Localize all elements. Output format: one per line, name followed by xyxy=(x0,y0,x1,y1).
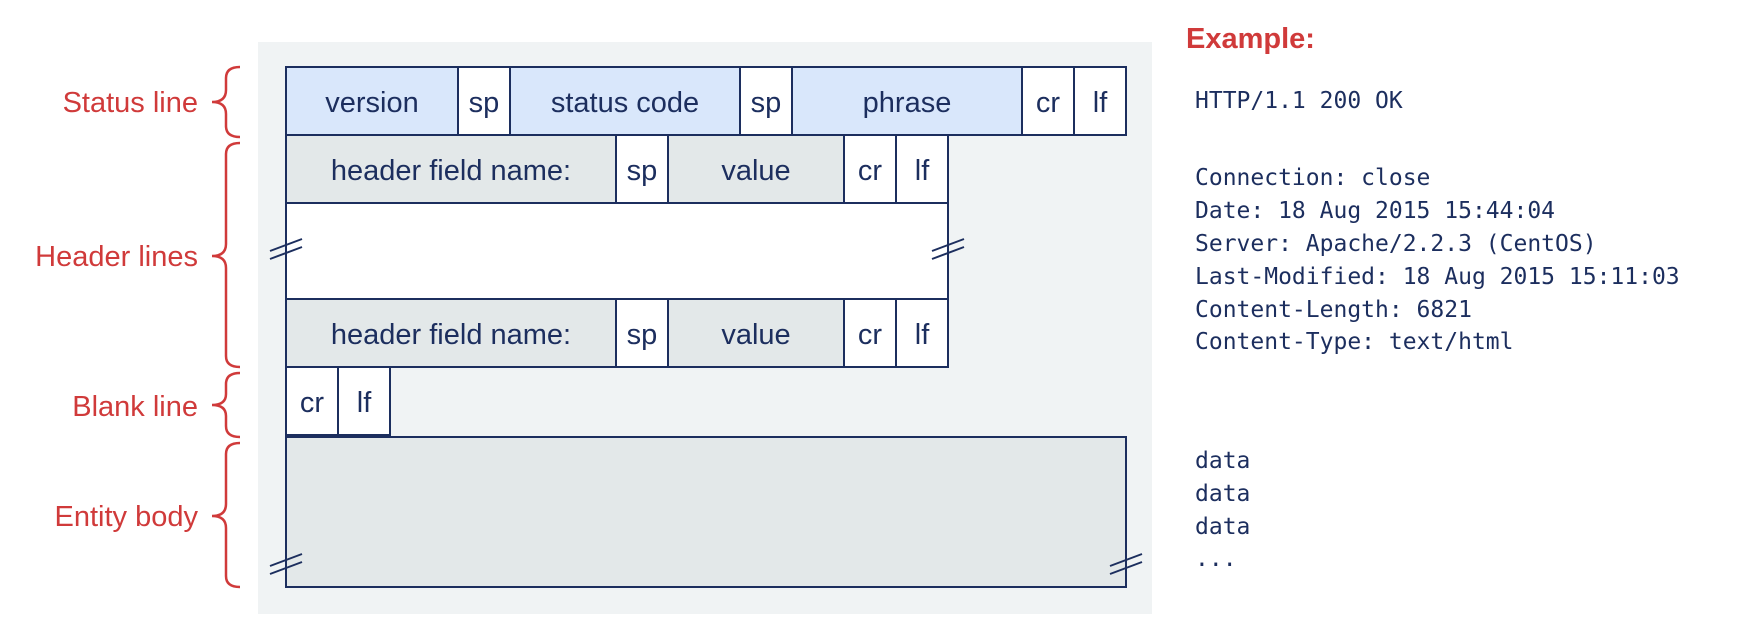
break-mark-right xyxy=(1109,553,1143,567)
break-mark-right xyxy=(931,246,965,260)
braces xyxy=(211,65,241,589)
header-value-cell xyxy=(667,134,845,204)
header-field-name-text: header field name: xyxy=(331,155,571,187)
header-line-row-1 xyxy=(285,134,949,204)
lf-text: lf xyxy=(1093,87,1108,119)
header-sp-cell xyxy=(615,298,669,368)
cr-cell xyxy=(1021,66,1075,136)
break-mark-left xyxy=(269,561,303,575)
example-title: Example: xyxy=(1186,23,1315,55)
example-status-line: HTTP/1.1 200 OK xyxy=(1195,88,1403,114)
version-cell xyxy=(285,66,459,136)
example-header-line: Connection: close xyxy=(1195,165,1430,191)
lf-cell xyxy=(1073,66,1127,136)
elided-header-lines xyxy=(285,202,949,300)
break-mark-left xyxy=(269,246,303,260)
example-body-line: ... xyxy=(1195,546,1237,572)
status-line-row xyxy=(285,66,1127,136)
label-status-line: Status line xyxy=(63,87,198,119)
header-value-text: value xyxy=(721,319,790,351)
entity-body-box xyxy=(285,436,1127,588)
header-value-text: value xyxy=(721,155,790,187)
blank-lf-cell xyxy=(337,366,391,436)
example-header-line: Content-Length: 6821 xyxy=(1195,297,1472,323)
brace-status-line xyxy=(211,65,241,139)
header-field-name-cell xyxy=(285,134,617,204)
header-cr-cell xyxy=(843,298,897,368)
header-field-name-cell xyxy=(285,298,617,368)
label-header-lines: Header lines xyxy=(35,241,198,273)
header-lf-cell xyxy=(895,134,949,204)
break-marks-headers xyxy=(269,238,965,260)
blank-lf-text: lf xyxy=(357,387,372,419)
break-marks-body xyxy=(269,553,1143,575)
cr-text: cr xyxy=(1036,87,1061,119)
blank-cr-text: cr xyxy=(300,387,325,419)
sp-text-1: sp xyxy=(469,87,500,119)
blank-line-row xyxy=(285,366,391,436)
header-sp-text: sp xyxy=(627,319,658,351)
header-value-cell xyxy=(667,298,845,368)
example-body-line: data xyxy=(1195,448,1250,474)
status-code-text: status code xyxy=(551,87,699,119)
label-blank-line: Blank line xyxy=(72,391,198,423)
label-entity-body: Entity body xyxy=(55,501,199,533)
header-cr-text: cr xyxy=(858,319,883,351)
brace-header-lines xyxy=(211,141,241,369)
header-line-row-2 xyxy=(285,298,949,368)
header-lf-text: lf xyxy=(915,155,930,187)
break-mark-right xyxy=(931,238,965,252)
example-header-line: Last-Modified: 18 Aug 2015 15:11:03 xyxy=(1195,264,1680,290)
status-code-cell xyxy=(509,66,741,136)
example-header-line: Date: 18 Aug 2015 15:44:04 xyxy=(1195,198,1555,224)
sp-cell-1 xyxy=(457,66,511,136)
header-cr-text: cr xyxy=(858,155,883,187)
header-sp-text: sp xyxy=(627,155,658,187)
header-field-name-text: header field name: xyxy=(331,319,571,351)
header-lf-cell xyxy=(895,298,949,368)
phrase-text: phrase xyxy=(863,87,952,119)
version-text: version xyxy=(325,87,419,119)
example-body-line: data xyxy=(1195,481,1250,507)
break-mark-left xyxy=(269,553,303,567)
brace-blank-line xyxy=(211,371,241,439)
header-sp-cell xyxy=(615,134,669,204)
break-mark-left xyxy=(269,238,303,252)
brace-entity-body xyxy=(211,441,241,589)
break-mark-right xyxy=(1109,561,1143,575)
example-body-line: data xyxy=(1195,514,1250,540)
example-header-line: Content-Type: text/html xyxy=(1195,329,1514,355)
sp-text-2: sp xyxy=(751,87,782,119)
header-lf-text: lf xyxy=(915,319,930,351)
example-header-line: Server: Apache/2.2.3 (CentOS) xyxy=(1195,231,1597,257)
